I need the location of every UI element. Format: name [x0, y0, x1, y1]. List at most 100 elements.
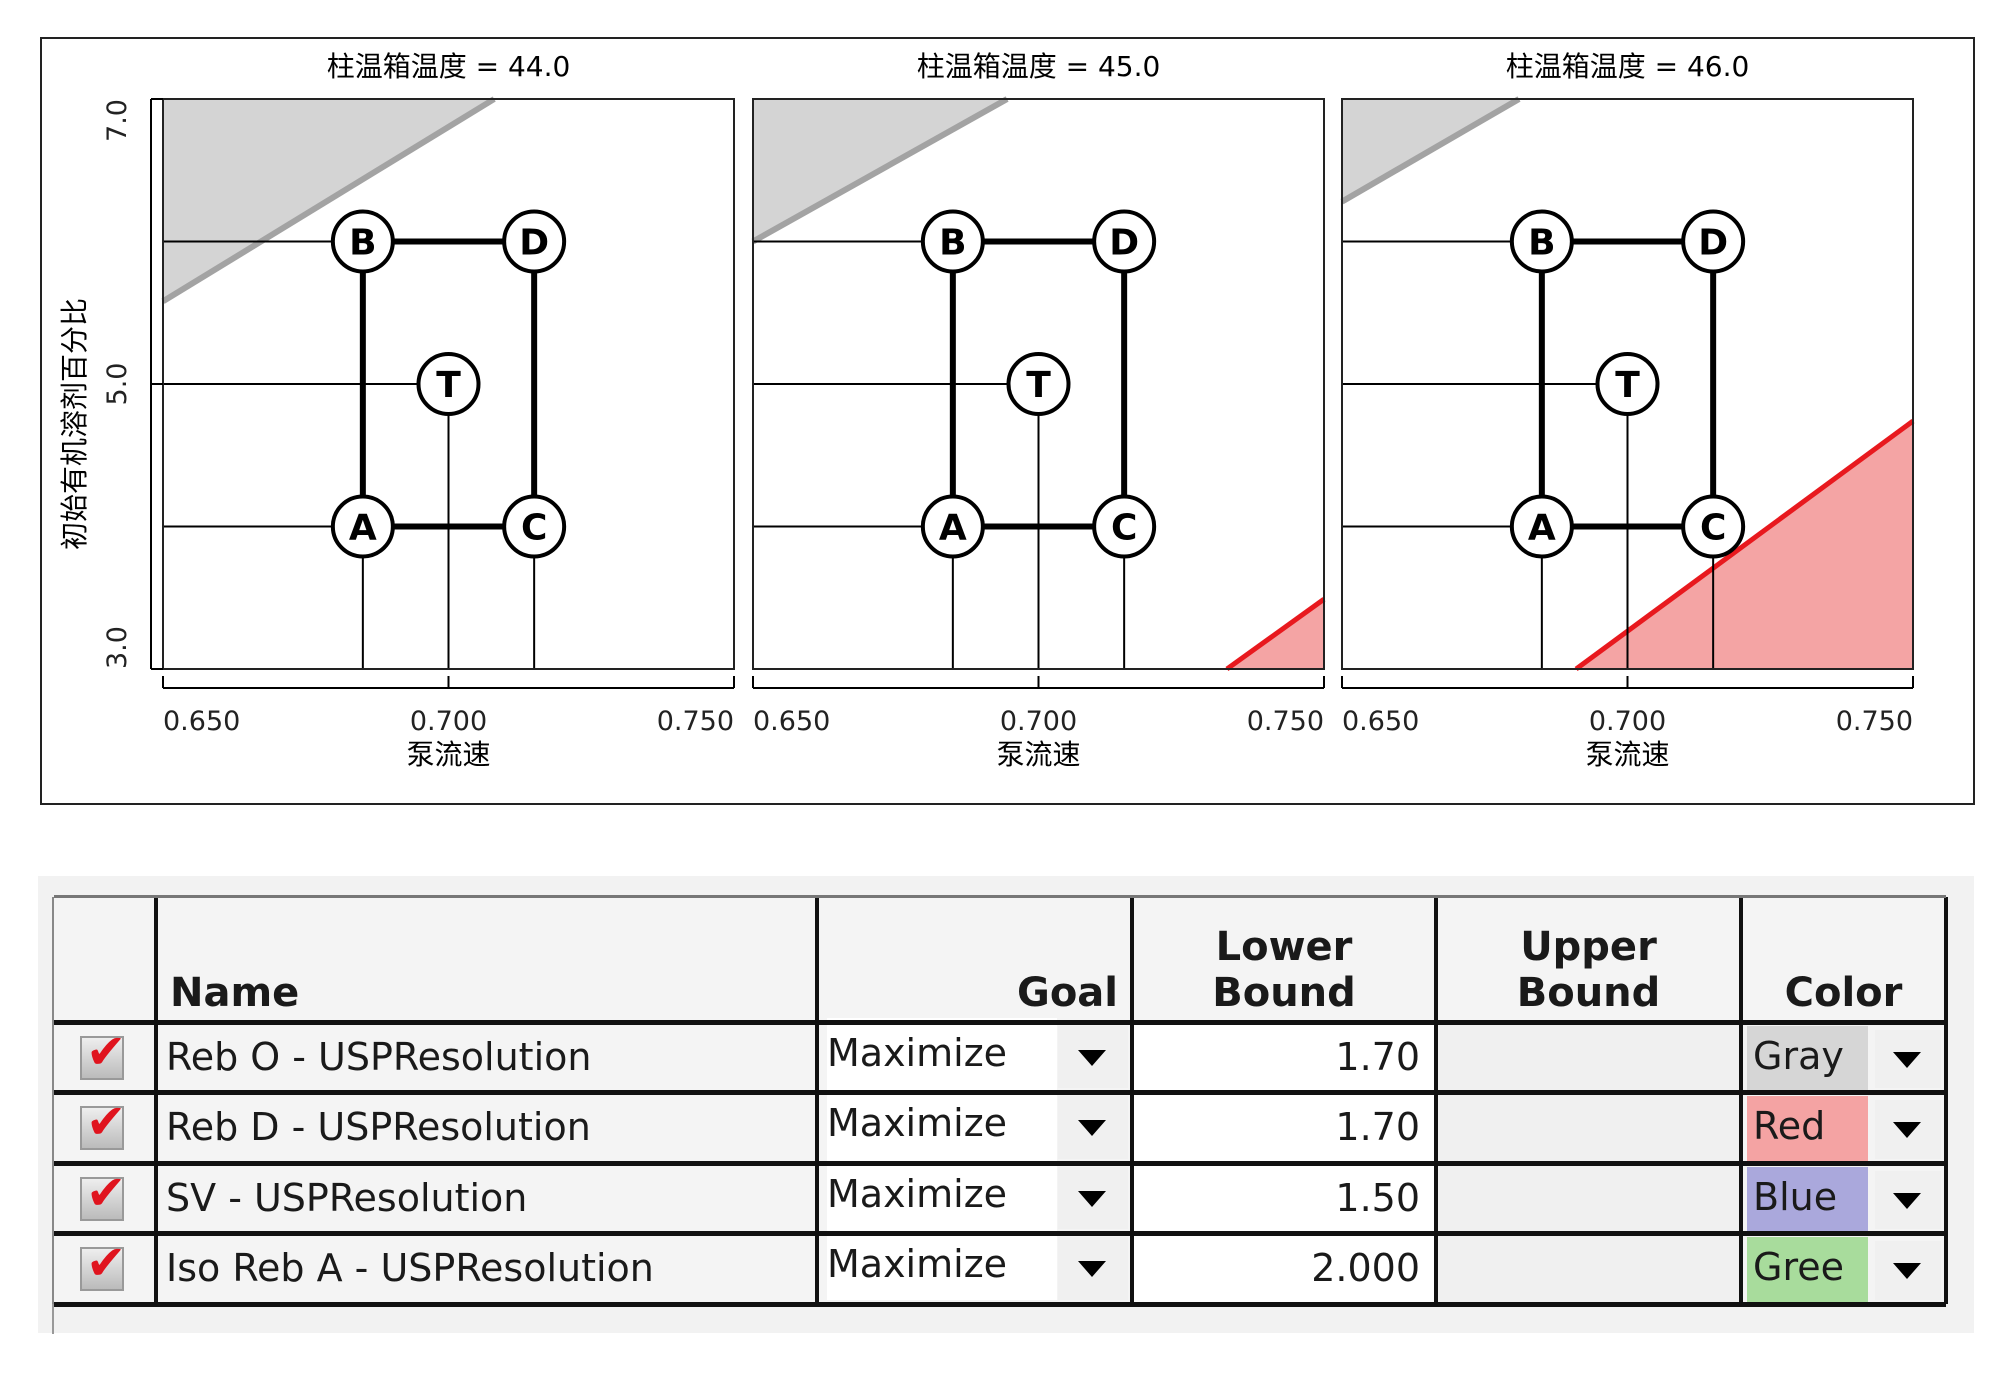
y-tick-label: 7.0 [102, 99, 133, 142]
color-select[interactable]: Gree [1747, 1237, 1868, 1302]
header-line: Lower [1215, 924, 1353, 970]
column-header-color[interactable]: Color [1784, 970, 1903, 1016]
check-icon: ✔ [86, 1094, 127, 1150]
design-point-D [1092, 209, 1157, 274]
check-icon: ✔ [86, 1024, 127, 1080]
design-point-B [1509, 209, 1574, 274]
gray-boundary [161, 96, 496, 304]
column-header-name[interactable]: Name [170, 970, 300, 1016]
x-axis-label: 泵流速 [406, 738, 490, 771]
header-line: Bound [1212, 970, 1356, 1016]
goal-dropdown-button[interactable] [1058, 1026, 1128, 1088]
row-checkbox[interactable]: ✔ [80, 1094, 126, 1150]
color-dropdown-button[interactable] [1875, 1100, 1941, 1159]
red-boundary [1225, 597, 1326, 672]
design-point-D [1681, 209, 1746, 274]
column-header-goal[interactable]: Goal [1016, 970, 1118, 1016]
goal-dropdown-button[interactable] [1058, 1167, 1128, 1229]
row-checkbox[interactable]: ✔ [80, 1024, 126, 1080]
plot-border [752, 98, 1325, 670]
row-divider [54, 1302, 1946, 1307]
design-point-label: A [939, 508, 967, 549]
column-divider [815, 897, 819, 1304]
design-point-label: A [349, 508, 377, 549]
design-point-D [502, 209, 567, 274]
gray-boundary [751, 96, 1009, 245]
design-point-label: B [1528, 223, 1555, 264]
row-checkbox[interactable]: ✔ [80, 1165, 126, 1221]
lower-bound-input[interactable]: 1.50 [1132, 1163, 1436, 1233]
upper-bound-input[interactable] [1436, 1163, 1741, 1233]
upper-bound-input[interactable] [1436, 1233, 1741, 1304]
chevron-down-icon [1078, 1191, 1106, 1207]
design-point-T [1595, 352, 1660, 416]
x-axis-label: 泵流速 [1585, 738, 1669, 771]
design-point-A [920, 494, 985, 559]
design-point-C [502, 494, 567, 559]
panel-title: 柱温箱温度 = 45.0 [917, 50, 1161, 83]
goal-select[interactable]: Maximize [827, 1229, 1057, 1300]
row-checkbox[interactable]: ✔ [80, 1235, 126, 1291]
x-axis-label: 泵流速 [996, 738, 1080, 771]
color-select[interactable]: Blue [1747, 1167, 1868, 1231]
column-divider [1944, 897, 1948, 1304]
goal-select[interactable]: Maximize [827, 1088, 1057, 1159]
row-name: SV - USPResolution [166, 1176, 528, 1220]
goal-dropdown-button[interactable] [1058, 1096, 1128, 1159]
goal-select[interactable]: Maximize [827, 1018, 1057, 1088]
design-point-C [1092, 494, 1157, 559]
goal-select[interactable]: Maximize [827, 1159, 1057, 1229]
column-divider [1739, 897, 1743, 1304]
chevron-down-icon [1893, 1122, 1921, 1138]
lower-bound-input[interactable]: 1.70 [1132, 1022, 1436, 1092]
x-tick-label: 0.750 [1836, 706, 1913, 737]
x-tick-label: 0.750 [657, 706, 734, 737]
x-tick-label: 0.650 [163, 706, 240, 737]
design-point-label: C [521, 508, 547, 549]
design-point-A [1509, 494, 1574, 559]
upper-bound-input[interactable] [1436, 1022, 1741, 1092]
y-axis-label: 初始有机溶剂百分比 [58, 298, 91, 550]
color-select[interactable]: Gray [1747, 1026, 1868, 1090]
chevron-down-icon [1078, 1050, 1106, 1066]
check-icon: ✔ [86, 1165, 127, 1221]
x-tick-label: 0.700 [1589, 706, 1666, 737]
lower-bound-input[interactable]: 1.70 [1132, 1092, 1436, 1163]
design-point-A [330, 494, 395, 559]
x-tick-label: 0.650 [1342, 706, 1419, 737]
design-point-label: A [1528, 508, 1556, 549]
design-point-T [416, 352, 481, 416]
design-point-B [330, 209, 395, 274]
design-point-label: C [1111, 508, 1137, 549]
column-divider [1434, 897, 1438, 1304]
goal-dropdown-button[interactable] [1058, 1237, 1128, 1300]
row-divider [54, 895, 1946, 898]
color-dropdown-button[interactable] [1875, 1171, 1941, 1229]
column-divider [154, 897, 158, 1304]
row-divider [54, 1161, 1946, 1166]
chevron-down-icon [1893, 1193, 1921, 1209]
panel-title: 柱温箱温度 = 44.0 [327, 50, 571, 83]
design-point-label: D [519, 223, 549, 264]
design-point-label: T [1026, 365, 1051, 406]
design-point-label: B [349, 223, 376, 264]
upper-bound-input[interactable] [1436, 1092, 1741, 1163]
design-point-label: T [1615, 365, 1640, 406]
row-name: Iso Reb A - USPResolution [166, 1246, 654, 1290]
color-select[interactable]: Red [1747, 1096, 1868, 1161]
chevron-down-icon [1078, 1120, 1106, 1136]
color-dropdown-button[interactable] [1875, 1030, 1941, 1088]
gray-boundary [1340, 96, 1521, 205]
y-tick-label: 5.0 [102, 363, 133, 406]
color-dropdown-button[interactable] [1875, 1241, 1941, 1300]
y-axis: 3.0 5.0 7.0 [102, 98, 163, 670]
column-divider [52, 897, 54, 1304]
lower-bound-input[interactable]: 2.000 [1132, 1233, 1436, 1304]
y-tick-label: 3.0 [102, 626, 133, 669]
row-divider [54, 1231, 1946, 1236]
design-point-label: C [1700, 508, 1726, 549]
